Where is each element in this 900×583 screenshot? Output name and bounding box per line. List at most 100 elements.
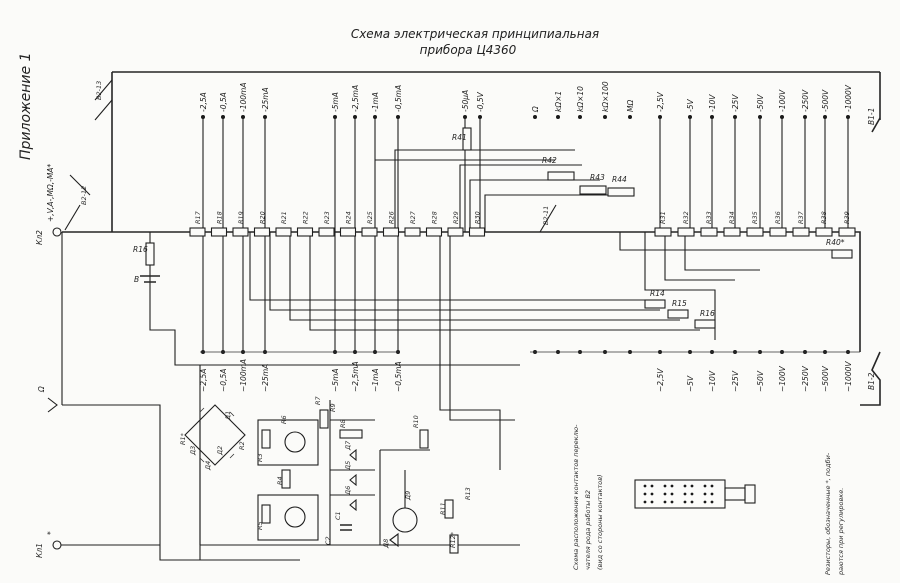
bottom-volt-label: ~2,5V [656, 368, 665, 392]
rectifier-component-label: C2 [324, 536, 332, 545]
volt-resistor [815, 227, 833, 237]
chain-resistor-label: R28 [431, 211, 439, 224]
volt-resistor-label: R34 [728, 211, 736, 224]
rectifier-component-label: R12* [449, 531, 457, 548]
ohm-contact [578, 115, 582, 119]
chain-resistor [318, 227, 335, 237]
top-volt-label: -100V [778, 89, 787, 112]
top-volt-label: -25V [731, 94, 740, 112]
rectifier-component-label: R6 [280, 415, 288, 424]
bottom-current-label: ~0,5A [219, 369, 228, 392]
ohm-contact [628, 115, 632, 119]
volt-resistor [769, 227, 787, 237]
label-battery: B [134, 275, 139, 284]
chain-resistor [189, 227, 206, 237]
switch-contact [683, 492, 687, 496]
label-b1-2: B1-2 [867, 372, 876, 390]
rectifier-component-label: C1 [334, 511, 342, 520]
chain-resistor-label: R22 [302, 211, 310, 224]
rectifier-component-label: R5 [256, 521, 264, 530]
volt-contact [688, 115, 692, 119]
switch-contact [670, 492, 674, 496]
chain-resistor-label: R23 [323, 211, 331, 224]
ohm-contact [556, 115, 560, 119]
label-b2-c: B2-11 [542, 206, 550, 225]
label-ground: Ω [37, 386, 46, 393]
label-r42: R42 [542, 156, 557, 165]
volt-resistor [677, 227, 695, 237]
note-resistors-1: Резисторы, обозначенные *, подби- [824, 452, 832, 575]
ohm-range-label: MΩ [626, 100, 635, 112]
switch-contact [703, 500, 707, 504]
top-volt-label: -5V [686, 99, 695, 112]
bottom-current-label: ~2,5A [199, 369, 208, 392]
chain-resistor-label: R18 [216, 211, 224, 224]
top-volt-label: -2,5V [656, 91, 665, 112]
bottom-volt-label: ~250V [801, 365, 810, 392]
chain-resistor [210, 227, 228, 237]
rectifier-component-label: R2 [238, 441, 246, 450]
label-r40: R40* [826, 238, 845, 247]
bottom-volt-label: ~1000V [844, 361, 853, 392]
ohm-contact [603, 115, 607, 119]
volt-resistor-label: R38 [820, 211, 828, 224]
battery-symbol [140, 275, 160, 283]
top-volt-label: -500V [821, 89, 830, 112]
resistor-r14 [644, 299, 666, 309]
bottom-range-labels: ~2,5A~0,5A~100mA~25mA~5mA~2,5mA~1mA~0,5m… [199, 359, 853, 392]
chain-resistor [361, 227, 378, 237]
top-range-label: -0,5A [219, 92, 228, 112]
note-contacts-1: Схема расположения контактов переклю- [572, 424, 580, 570]
bottom-current-label: ~5mA [331, 369, 340, 393]
switch-contact [663, 500, 667, 504]
switch-contact [643, 484, 647, 488]
switch-contact [670, 484, 674, 488]
range-contact [373, 115, 377, 119]
chain-resistor-label: R20 [259, 211, 267, 224]
range-contact [353, 115, 357, 119]
rectifier-section [184, 400, 459, 560]
volt-resistor [723, 227, 741, 237]
bottom-volt-label: ~25V [731, 370, 740, 392]
label-r43: R43 [590, 173, 605, 182]
transistor-block-2 [257, 494, 319, 541]
rectifier-component-label: Д8 [382, 539, 390, 549]
switch-contact [710, 484, 714, 488]
resistor-r41 [462, 127, 472, 151]
terminal-kl1 [52, 540, 62, 550]
top-range-stubs [201, 115, 850, 232]
rectifier-component-label: Д2 [216, 446, 224, 456]
top-range-label: -50μA [461, 90, 470, 112]
volt-contact [846, 115, 850, 119]
label-kl2: Кл2 [35, 230, 44, 245]
terminal-ground [47, 397, 58, 413]
volt-contact [803, 115, 807, 119]
top-range-label: -5mA [331, 92, 340, 112]
chain-resistor-label: R24 [345, 211, 353, 224]
label-r16b: R16 [700, 309, 715, 318]
resistor-r42 [547, 171, 575, 181]
title-line-2: прибора Ц4360 [420, 43, 517, 57]
top-volt-label: -50V [756, 94, 765, 112]
diode-bridge [184, 404, 246, 466]
rectifier-component-label: Д7 [344, 440, 352, 451]
volt-resistor [746, 227, 764, 237]
rectifier-component-label: R1* [179, 432, 187, 445]
note-contacts-2: чателя рода работы В2 [584, 490, 592, 570]
rectifier-component-label: R4 [276, 476, 284, 485]
chain-resistor [382, 227, 400, 237]
meter-symbol [392, 507, 418, 533]
label-kl1-desc: * [46, 531, 55, 535]
volt-resistor [838, 227, 856, 237]
switch-contact [683, 484, 687, 488]
chain-resistor-label: R17 [194, 210, 202, 224]
volt-resistor [700, 227, 718, 237]
volt-contact [823, 115, 827, 119]
top-range-label: -0,5mA [394, 85, 403, 112]
ohm-range-label: kΩ×100 [601, 81, 610, 112]
resistor-r16 [145, 242, 155, 266]
chain-resistor [404, 227, 421, 237]
ohm-range-label: kΩ×1 [554, 91, 563, 112]
